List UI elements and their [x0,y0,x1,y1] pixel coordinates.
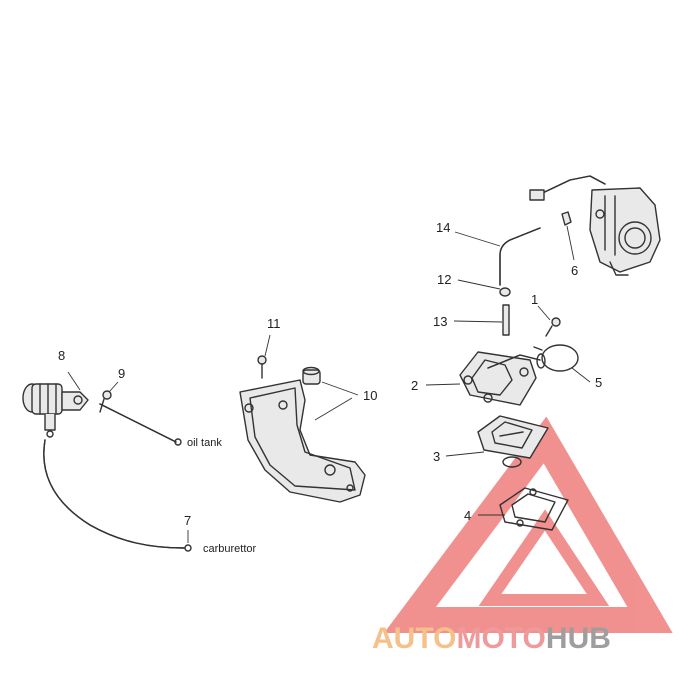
pipe-13 [502,304,510,336]
callout-11: 11 [267,316,281,331]
callout-14: 14 [436,220,450,235]
gasket [499,487,569,531]
intake-manifold [459,351,546,406]
carb-part-6 [561,211,572,226]
watermark-text: AUTOMOTOHUB [372,622,611,655]
callout-10: 10 [363,388,377,403]
callout-8: 8 [58,348,65,363]
screw-1 [545,317,561,337]
callout-9: 9 [118,366,125,381]
reed-valve [477,415,549,468]
callout-2: 2 [411,378,418,393]
callout-13: 13 [433,314,447,329]
callout-3: 3 [433,449,440,464]
label-oil-tank: oil tank [187,437,222,449]
watermark-hub: HUB [546,622,611,655]
watermark-logo-triangle [384,416,673,633]
callout-7: 7 [184,513,191,528]
leader-lines [67,225,591,543]
callout-4: 4 [464,508,471,523]
cover-plate [239,379,366,503]
label-carburettor: carburettor [203,543,257,555]
hose-14 [499,227,541,286]
callout-12: 12 [437,272,451,287]
carburettor-assembly [529,175,661,276]
clamp-5 [533,344,579,372]
oil-pump [22,383,89,438]
callout-6: 6 [571,263,578,278]
callout-5: 5 [595,375,602,390]
watermark-logo-text: AUTOMOTOHUB [372,622,611,655]
pump-hoses [43,403,192,552]
plug-10 [302,366,321,385]
watermark-moto: MOTO [456,622,545,655]
watermark-auto: AUTO [372,622,456,655]
screw-11 [257,355,267,379]
callout-1: 1 [531,292,538,307]
clip-12 [499,287,511,297]
